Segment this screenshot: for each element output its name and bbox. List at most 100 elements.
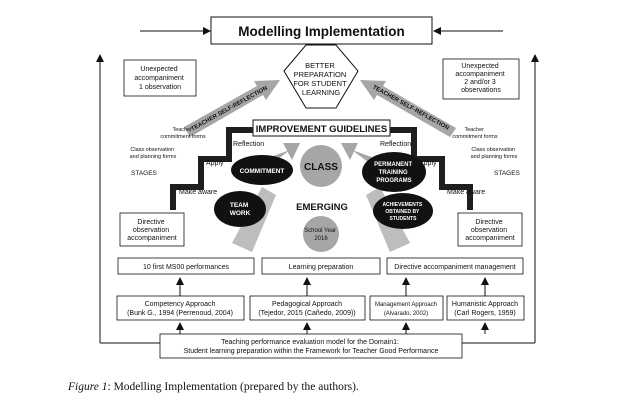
goal-hexagon: BETTER PREPARATION FOR STUDENT LEARNING: [283, 44, 359, 109]
figure-caption-text: : Modelling Implementation (prepared by …: [107, 381, 359, 393]
unexpected-right-l1: Unexpected: [461, 63, 498, 70]
unexpected-right-l4: observations: [461, 87, 501, 94]
permanent-l3: PROGRAMS: [376, 178, 411, 184]
right-labels: Reflection Teacher commitment forms Clas…: [380, 127, 521, 196]
right-commitment-forms-l1: Teacher: [464, 127, 484, 133]
left-directive-l2: observation: [133, 227, 169, 234]
achievements-l1: ACHIEVEMENTS: [382, 202, 422, 208]
approach-humanistic-ref: (Carl Rogers, 1959): [454, 310, 515, 317]
left-staircase: [170, 127, 253, 210]
school-year-l2: 2016: [314, 236, 328, 242]
approach-humanistic-name: Humanistic Approach: [452, 301, 518, 308]
commitment-label: COMMITMENT: [240, 168, 285, 175]
hexagon-l2: PREPARATION: [294, 70, 347, 79]
left-directive-box: Directive observation accompaniment: [119, 212, 185, 247]
unexpected-right: Unexpected accompaniment 2 and/or 3 obse…: [442, 58, 520, 100]
approach-competency-ref: (Bunk G., 1994 (Perrenoud, 2004): [127, 310, 233, 317]
right-make-aware: Make aware: [447, 189, 485, 196]
svg-text:School Year 2016: School Year 2016: [304, 228, 338, 242]
right-directive-l2: observation: [471, 227, 507, 234]
left-observation-forms-l2: and planning forms: [130, 154, 177, 160]
right-observation-forms-l2: and planning forms: [471, 154, 518, 160]
row1-directive-management: Directive accompaniment management: [394, 264, 515, 271]
svg-text:Humanistic Approach(Carl Roger: Humanistic Approach (Carl Rogers, 1959): [452, 301, 518, 317]
svg-text:Pedagogical Approach(Tejedor,: Pedagogical Approach (Tejedor, 2015 (Cañe…: [258, 301, 355, 317]
permanent-l1: PERMANENT: [374, 162, 412, 168]
svg-text:Unexpected accompaniment: Unexpected accompaniment 2 and/or 3 obse…: [455, 63, 506, 94]
permanent-l2: TRAINING: [379, 170, 408, 176]
right-staircase: [390, 127, 473, 210]
svg-text:PERMANENT TRAINING: PERMANENT TRAINING PROGRAMS: [374, 162, 414, 184]
achievements-ellipse: ACHIEVEMENTS OBTAINED BY STUDENTS: [373, 193, 433, 229]
improvement-guidelines-label: IMPROVEMENT GUIDELINES: [256, 124, 387, 135]
svg-text:ACHIEVEMENTS OBTAINED BY: ACHIEVEMENTS OBTAINED BY STUDENTS: [382, 202, 423, 222]
achievements-l2: OBTAINED BY: [385, 209, 420, 215]
hexagon-l1: BETTER: [305, 61, 335, 70]
left-labels: Reflection Teacher commitment forms Clas…: [130, 127, 265, 196]
svg-text:Teaching performance evaluatio: Teaching performance evaluation model fo…: [184, 339, 439, 355]
approach-management-name: Management Approach: [375, 302, 437, 308]
unexpected-left-l3: 1 observation: [139, 84, 181, 91]
hexagon-l3: FOR STUDENT: [293, 79, 347, 88]
right-observation-forms-l1: Class observation: [471, 147, 515, 153]
figure-number: Figure 1: [68, 381, 108, 393]
row1: 10 first MS00 performances Learning prep…: [117, 257, 524, 275]
approach-pedagogical-ref: (Tejedor, 2015 (Cañedo, 2009)): [258, 310, 355, 317]
svg-text:Directive observation: Directive observation accompaniment: [127, 219, 176, 242]
right-stages: STAGES: [494, 170, 521, 177]
row1-performances: 10 first MS00 performances: [143, 264, 229, 271]
right-commitment-forms-l2: commitment forms: [452, 134, 497, 140]
page-title: Modelling Implementation: [238, 24, 405, 39]
team-work-ellipse: TEAM WORK: [214, 191, 266, 227]
hexagon-l4: LEARNING: [302, 88, 341, 97]
right-directive-l1: Directive: [475, 219, 502, 226]
permanent-training-ellipse: PERMANENT TRAINING PROGRAMS: [362, 152, 426, 192]
base-l1: Teaching performance evaluation model fo…: [221, 339, 399, 346]
left-apply: Apply: [206, 160, 224, 167]
approach-management-ref: (Alvarado, 2002): [384, 311, 428, 317]
left-commitment-forms-l2: commitment forms: [160, 134, 205, 140]
left-reflection: Reflection: [233, 141, 264, 148]
title-box: Modelling Implementation: [210, 16, 433, 45]
team-work-l2: WORK: [230, 210, 251, 217]
approach-pedagogical-name: Pedagogical Approach: [272, 301, 342, 308]
svg-text:Competency Approach(Bunk G., 1: Competency Approach (Bunk G., 1994 (Perre…: [127, 301, 233, 317]
svg-text:TEAM WORK: TEAM WORK: [230, 202, 251, 217]
right-apply: Apply: [419, 160, 437, 167]
class-label: CLASS: [304, 162, 338, 173]
svg-text:BETTER PREPARATION: BETTER PREPARATION FOR STUDENT LEARNING: [293, 61, 348, 97]
svg-text:Teacher commitment forms: Teacher commitment forms: [452, 127, 497, 140]
left-directive-l3: accompaniment: [127, 235, 176, 242]
unexpected-right-l2: accompaniment: [455, 71, 504, 78]
svg-text:Class observation and pl: Class observation and planning forms: [130, 147, 177, 160]
right-reflection: Reflection: [380, 141, 411, 148]
right-directive-l3: accompaniment: [465, 235, 514, 242]
unexpected-left-l2: accompaniment: [134, 75, 183, 82]
svg-text:Unexpected accompaniment: Unexpected accompaniment 1 observation: [134, 66, 185, 91]
right-directive-box: Directive observation accompaniment: [457, 212, 523, 247]
school-year-circle: School Year 2016: [303, 216, 339, 252]
left-directive-l1: Directive: [137, 219, 164, 226]
left-stages: STAGES: [131, 170, 158, 177]
unexpected-right-l3: 2 and/or 3: [464, 79, 496, 86]
unexpected-left: Unexpected accompaniment 1 observation: [123, 59, 197, 97]
commitment-ellipse: COMMITMENT: [231, 155, 293, 185]
feedback-loop: [96, 27, 539, 344]
emerging-label: EMERGING: [296, 202, 348, 213]
approaches-row: Competency Approach (Bunk G., 1994 (Perre…: [116, 295, 525, 321]
left-commitment-forms-l1: Teacher: [172, 127, 192, 133]
connector-arrows: [176, 277, 489, 334]
achievements-l3: STUDENTS: [390, 216, 418, 222]
class-circle: CLASS: [300, 145, 342, 187]
row1-learning-preparation: Learning preparation: [289, 264, 354, 271]
svg-text:Directive observation: Directive observation accompaniment: [465, 219, 514, 242]
figure-caption: Figure 1: Modelling Implementation (prep…: [68, 381, 628, 393]
svg-text:Class observation and pl: Class observation and planning forms: [471, 147, 518, 160]
left-make-aware: Make aware: [179, 189, 217, 196]
approach-competency-name: Competency Approach: [145, 301, 216, 308]
svg-text:Management Approach(Alvarado,: Management Approach (Alvarado, 2002): [375, 302, 437, 317]
base-box: Teaching performance evaluation model fo…: [159, 333, 463, 359]
svg-text:Teacher commitment forms: Teacher commitment forms: [160, 127, 205, 140]
base-l2: Student learning preparation within the …: [184, 348, 439, 355]
